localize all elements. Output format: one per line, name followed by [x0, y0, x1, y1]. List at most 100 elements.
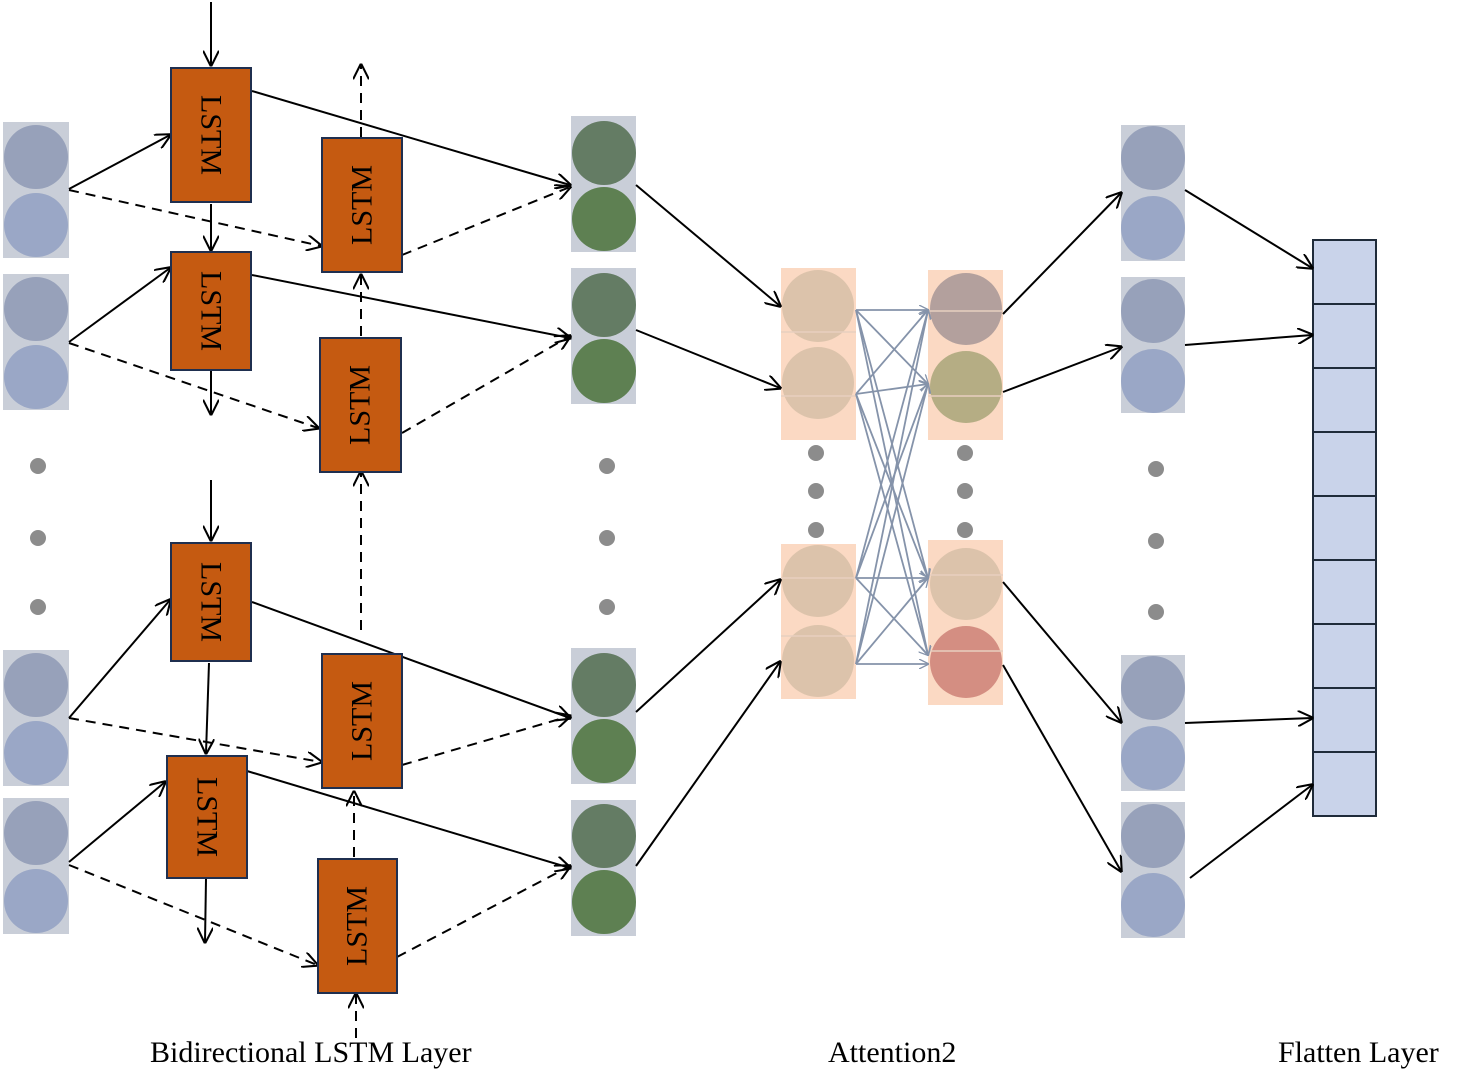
- lstm-cell: LSTM: [170, 67, 252, 203]
- flatten-cell: [1312, 495, 1377, 561]
- output-node: [1121, 656, 1185, 720]
- output-node: [1121, 349, 1185, 413]
- input-node: [4, 721, 68, 785]
- lstm-cell: LSTM: [321, 137, 403, 273]
- ellipsis-dot: [1148, 604, 1164, 620]
- hidden-node: [572, 339, 636, 403]
- input-node: [4, 193, 68, 257]
- bilstm-layer-caption: Bidirectional LSTM Layer: [150, 1036, 472, 1069]
- ellipsis-dot: [599, 530, 615, 546]
- ellipsis-dot: [808, 483, 824, 499]
- lstm-cell-label: LSTM: [195, 562, 228, 642]
- ellipsis-dot: [957, 522, 973, 538]
- output-vector: [1121, 802, 1185, 938]
- backward-arrows: [68, 65, 570, 1038]
- lstm-cell: LSTM: [170, 251, 252, 371]
- flatten-cell: [1312, 303, 1377, 369]
- hidden-vector: [571, 268, 636, 404]
- input-node: [4, 869, 68, 933]
- hidden-node: [572, 273, 636, 337]
- lstm-cell: LSTM: [166, 755, 248, 879]
- ellipsis-dot: [808, 522, 824, 538]
- lstm-cell-label: LSTM: [344, 365, 377, 445]
- attention-input-node: [782, 545, 854, 617]
- attention-output-node: [930, 351, 1002, 423]
- attention-separators: [781, 310, 1003, 652]
- lstm-cell-label: LSTM: [341, 886, 374, 966]
- lstm-cell-label: LSTM: [346, 681, 379, 761]
- ellipsis-dot: [1148, 461, 1164, 477]
- output-node: [1121, 804, 1185, 868]
- flatten-layer: [1312, 239, 1377, 817]
- output-node: [1121, 126, 1185, 190]
- lstm-cell-label: LSTM: [195, 95, 228, 175]
- output-node: [1121, 873, 1185, 937]
- ellipsis-dot: [30, 530, 46, 546]
- hidden-node: [572, 653, 636, 717]
- hidden-node: [572, 719, 636, 783]
- ellipsis-dot: [30, 458, 46, 474]
- lstm-cell: LSTM: [319, 337, 402, 473]
- attention-input-node: [782, 625, 854, 697]
- lstm-cell: LSTM: [321, 653, 403, 789]
- hidden-node: [572, 187, 636, 251]
- ellipsis-dot: [957, 483, 973, 499]
- input-vector: [3, 650, 69, 786]
- hidden-node: [572, 870, 636, 934]
- ellipsis-dot: [808, 445, 824, 461]
- attention-input-node: [782, 270, 854, 342]
- attention-output-node: [930, 626, 1002, 698]
- forward-lstm-cells: LSTM LSTM LSTM LSTM: [166, 67, 252, 879]
- input-node: [4, 125, 68, 189]
- input-vector: [3, 798, 69, 934]
- hidden-vector: [571, 116, 636, 252]
- hidden-vector: [571, 800, 636, 936]
- flatten-layer-caption: Flatten Layer: [1278, 1036, 1439, 1069]
- hidden-node: [572, 121, 636, 185]
- ellipsis-dot: [599, 458, 615, 474]
- output-vector: [1121, 655, 1185, 791]
- ellipsis-dot: [957, 445, 973, 461]
- ellipsis-dot: [599, 599, 615, 615]
- lstm-cell: LSTM: [170, 542, 252, 662]
- attention-output-node: [930, 273, 1002, 345]
- input-vector: [3, 122, 69, 258]
- attention-connections: [855, 310, 928, 664]
- lstm-cell-label: LSTM: [195, 271, 228, 351]
- backward-lstm-cells: LSTM LSTM LSTM LSTM: [317, 137, 403, 994]
- attention-block: [781, 268, 1003, 705]
- hidden-vector: [571, 648, 636, 784]
- input-vectors: [3, 122, 69, 934]
- output-vector: [1121, 277, 1185, 413]
- attention-caption: Attention2: [828, 1036, 957, 1069]
- hidden-node: [572, 804, 636, 868]
- output-vectors: [1121, 125, 1185, 938]
- input-node: [4, 345, 68, 409]
- flatten-cell: [1312, 559, 1377, 625]
- input-node: [4, 653, 68, 717]
- ellipsis-dots: [30, 445, 1164, 620]
- forward-arrows: [68, 2, 1312, 942]
- ellipsis-dot: [30, 599, 46, 615]
- attention-output-node: [930, 548, 1002, 620]
- lstm-cell-label: LSTM: [346, 165, 379, 245]
- output-node: [1121, 726, 1185, 790]
- flatten-cell: [1312, 623, 1377, 689]
- output-node: [1121, 279, 1185, 343]
- flatten-cell: [1312, 367, 1377, 433]
- lstm-cell: LSTM: [317, 858, 398, 994]
- flatten-cell: [1312, 239, 1377, 305]
- ellipsis-dot: [1148, 533, 1164, 549]
- input-node: [4, 277, 68, 341]
- lstm-cell-label: LSTM: [191, 777, 224, 857]
- output-vector: [1121, 125, 1185, 261]
- hidden-vectors: [571, 116, 636, 936]
- flatten-cell: [1312, 431, 1377, 497]
- output-node: [1121, 196, 1185, 260]
- input-node: [4, 801, 68, 865]
- attention-input-node: [782, 347, 854, 419]
- flatten-cell: [1312, 687, 1377, 753]
- input-vector: [3, 274, 69, 410]
- flatten-cell: [1312, 751, 1377, 817]
